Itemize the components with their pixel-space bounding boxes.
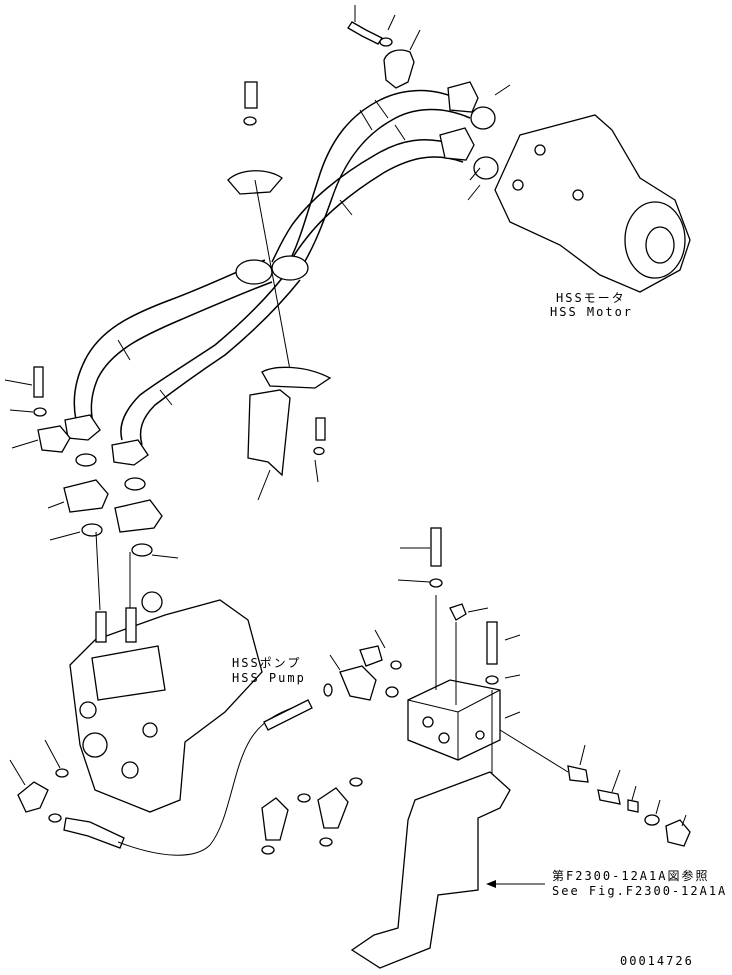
bottom-bracket xyxy=(350,771,545,969)
upper-hose-assembly xyxy=(64,81,479,466)
lower-fittings xyxy=(261,729,691,855)
drawing-number: 00014726 xyxy=(620,954,694,968)
motor-label-jp: HSSモータ xyxy=(556,291,626,305)
pump-fittings xyxy=(9,699,313,856)
reference-label-jp: 第F2300-12A1A図参照 xyxy=(552,869,710,883)
clamp-bracket xyxy=(247,179,332,501)
pump-label-jp: HSSポンプ xyxy=(232,656,302,670)
motor-label-en: HSS Motor xyxy=(550,305,634,319)
top-hardware xyxy=(227,5,421,195)
valve-block xyxy=(323,527,521,800)
reference-label-en: See Fig.F2300-12A1A xyxy=(552,884,728,898)
hss-motor xyxy=(467,84,691,293)
hss-pump xyxy=(69,591,263,813)
pump-label-en: HSS Pump xyxy=(232,671,306,685)
left-flanges xyxy=(4,366,179,611)
